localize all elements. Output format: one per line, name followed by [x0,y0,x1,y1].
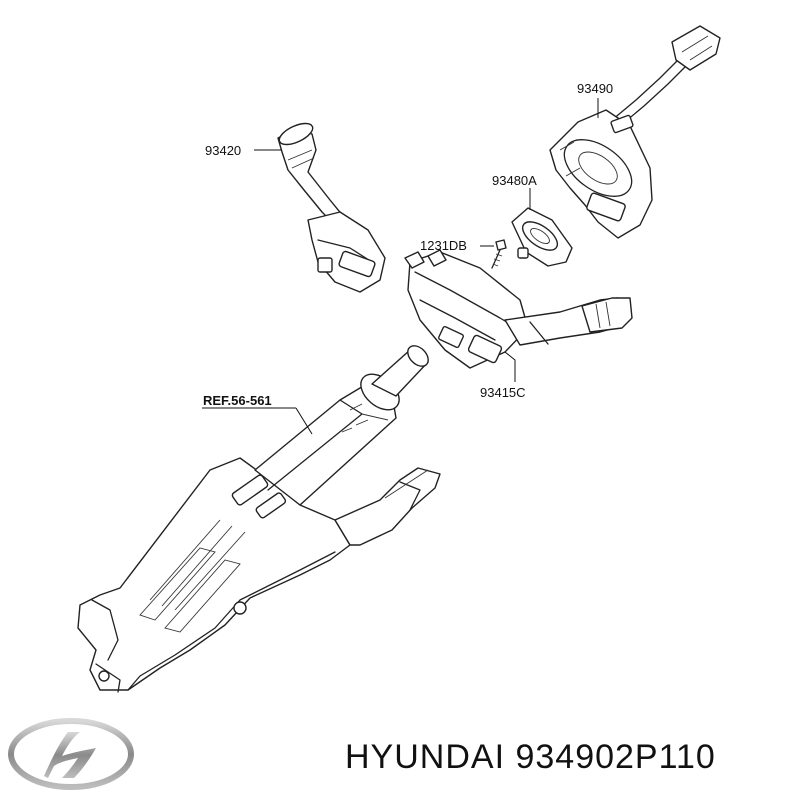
label-93420: 93420 [205,143,241,158]
part-number-brand-text: HYUNDAI 934902P110 [345,738,716,776]
steering-angle-sensor-93480a [511,207,573,267]
label-ref: REF.56-561 [203,393,272,408]
callout-leaders [202,98,599,435]
label-93480a: 93480A [492,173,537,188]
leader-ref [295,407,313,435]
multifunction-switch-93415c [404,249,633,369]
label-93490: 93490 [577,81,613,96]
steering-column-assembly [77,345,441,693]
label-93415c: 93415C [480,385,526,400]
hyundai-logo-icon [8,718,134,790]
label-1231db: 1231DB [420,238,467,253]
clock-spring-93490 [549,25,721,239]
screw-1231db [491,239,507,269]
wiper-switch-93420 [277,122,386,293]
leader-93415c [504,351,516,382]
